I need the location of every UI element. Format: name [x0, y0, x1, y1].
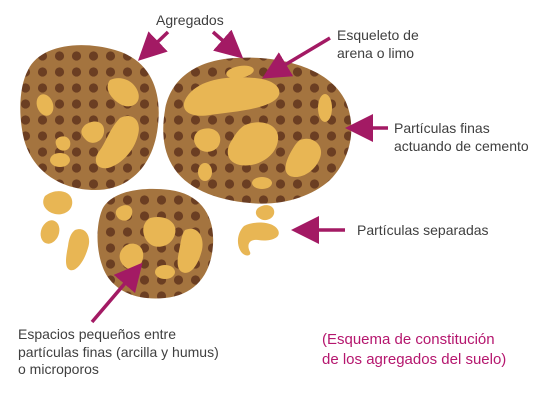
label-esqueleto: Esqueleto de arena o limo [337, 27, 419, 62]
caption-line2: de los agregados del suelo) [322, 350, 507, 368]
label-particulas-finas: Partículas finas actuando de cemento [394, 120, 529, 155]
sand-grains-left [36, 78, 139, 169]
label-particulas-finas-line1: Partículas finas [394, 120, 490, 136]
separated-particles-left [40, 191, 90, 271]
label-espacios-line1: Espacios pequeños entre [18, 326, 176, 342]
separated-particles-right [237, 205, 279, 256]
aggregate-left [20, 45, 159, 191]
arrow-esqueleto [261, 36, 331, 79]
callout-arrows [90, 29, 388, 324]
label-espacios-line2: partículas finas (arcilla y humus) [18, 343, 219, 360]
arrow-espacios [90, 262, 143, 324]
label-espacios: Espacios pequeños entre partículas finas… [18, 326, 219, 379]
label-esqueleto-line2: arena o limo [337, 44, 415, 61]
aggregate-bottom [97, 188, 214, 299]
aggregate-right [163, 57, 352, 204]
arrow-agregados-right [211, 29, 244, 59]
diagram-caption: (Esquema de constitución de los agregado… [322, 330, 506, 369]
caption-line1: (Esquema de constitución [322, 331, 495, 348]
label-particulas-finas-line2: actuando de cemento [394, 137, 529, 154]
label-agregados: Agregados [156, 12, 224, 28]
arrow-agregados-left [137, 30, 170, 61]
label-esqueleto-line1: Esqueleto de [337, 27, 419, 43]
sand-grains-bottom [115, 205, 203, 279]
label-particulas-separadas: Partículas separadas [357, 222, 489, 238]
label-espacios-line3: o microporos [18, 361, 99, 377]
sand-grains-right [183, 65, 332, 189]
